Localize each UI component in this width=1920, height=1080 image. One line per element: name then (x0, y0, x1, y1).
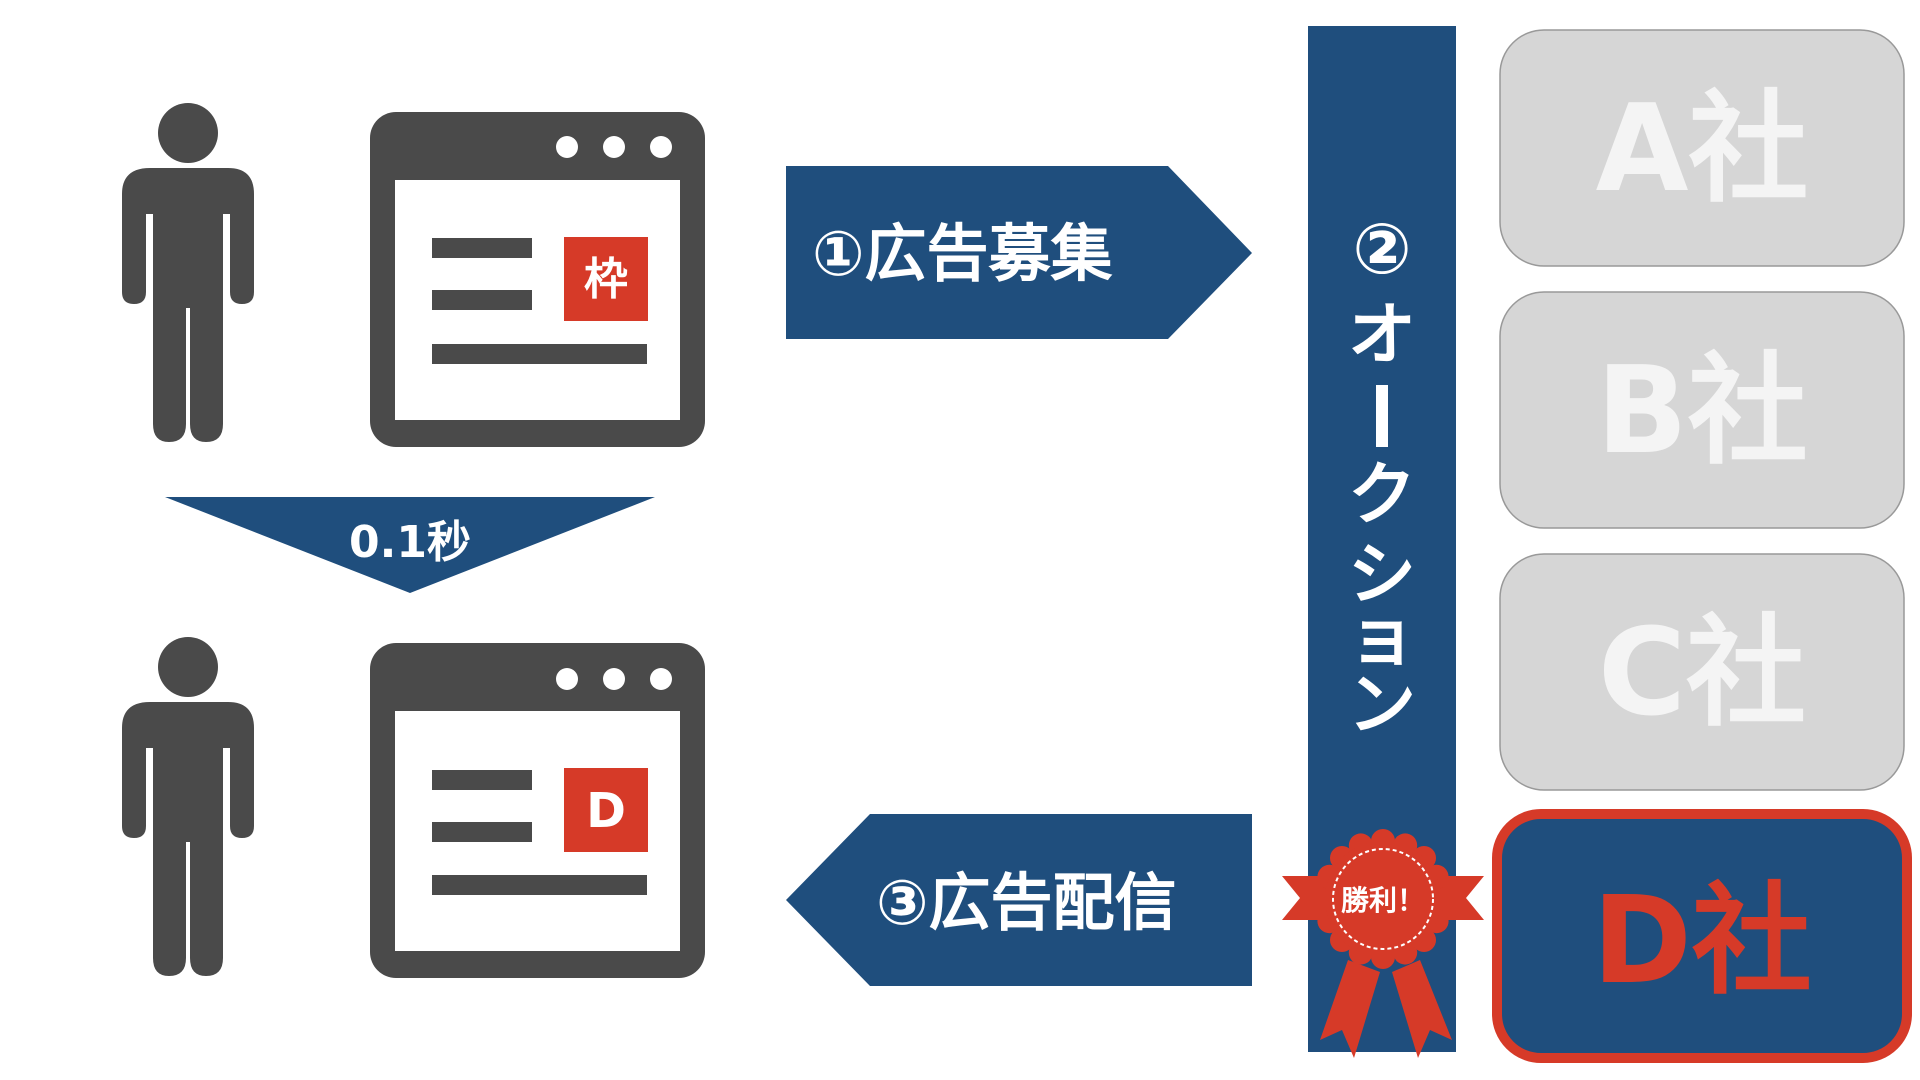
auction-char: ク (1348, 456, 1416, 535)
ad-slot (564, 237, 648, 321)
winner-badge-label: 勝利！ (1341, 884, 1425, 917)
browser-window-icon: D (370, 643, 705, 978)
auction-char: ョ (1348, 598, 1416, 677)
company-label: B社 (1596, 342, 1807, 481)
auction-char: シ (1348, 536, 1416, 615)
award-ribbon-icon: 勝利！ (1282, 829, 1484, 1058)
browser-window-icon: 枠 (370, 112, 705, 447)
company-label: C社 (1598, 604, 1806, 743)
ad-slot-label: 枠 (584, 254, 628, 305)
auction-long-vowel-bar (1376, 385, 1388, 447)
auction-char: ン (1348, 666, 1416, 745)
step1-arrow: ①広告募集 (786, 166, 1252, 339)
person-icon (122, 103, 254, 442)
company-c: C社 (1499, 553, 1905, 791)
step1-label: ①広告募集 (812, 217, 1113, 290)
auction-char: オ (1348, 296, 1416, 375)
ad-slot-label: D (586, 783, 626, 839)
step3-label: ③広告配信 (876, 866, 1177, 939)
company-label: A社 (1596, 80, 1809, 219)
company-d-winner: D社 (1492, 809, 1912, 1063)
step3-arrow: ③広告配信 (786, 814, 1252, 986)
ad-slot (564, 768, 648, 852)
company-b: B社 (1499, 291, 1905, 529)
person-icon (122, 637, 254, 976)
timing-label: 0.1秒 (349, 517, 471, 568)
company-label: D社 (1592, 872, 1812, 1011)
company-a: A社 (1499, 29, 1905, 267)
auction-circle-number: ② (1352, 208, 1411, 290)
timing-arrow: 0.1秒 (165, 497, 655, 593)
